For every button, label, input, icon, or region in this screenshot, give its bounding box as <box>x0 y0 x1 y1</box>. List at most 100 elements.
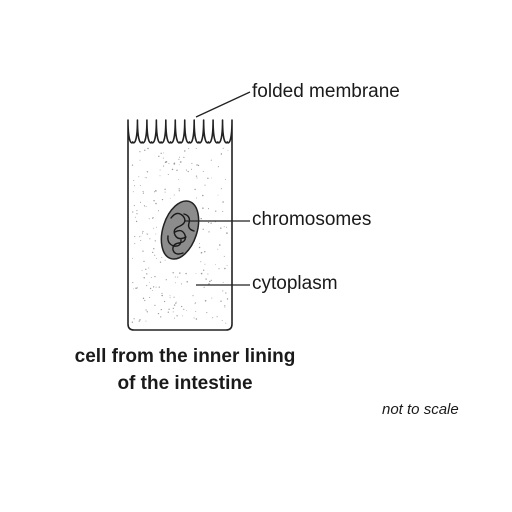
stipple-dot <box>163 300 166 303</box>
stipple-dot <box>139 185 141 186</box>
stipple-dot <box>148 218 150 220</box>
stipple-dot <box>152 217 154 219</box>
stipple-dot <box>152 286 155 288</box>
stipple-dot <box>210 159 212 161</box>
stipple-dot <box>142 250 144 252</box>
stipple-dot <box>203 286 205 288</box>
stipple-dot <box>138 236 140 238</box>
stipple-dot <box>155 202 157 205</box>
stipple-dot <box>138 320 140 322</box>
stipple-dot <box>195 175 198 177</box>
stipple-dot <box>200 261 202 263</box>
stipple-dot <box>222 147 224 149</box>
stipple-dot <box>226 264 228 266</box>
stipple-dot <box>174 317 176 319</box>
stipple-dot <box>202 228 204 230</box>
stipple-dot <box>195 311 197 313</box>
stipple-dot <box>222 201 224 203</box>
stipple-dot <box>133 288 134 290</box>
stipple-dot <box>223 255 225 257</box>
stipple-dot <box>164 188 166 190</box>
stipple-dot <box>185 272 187 275</box>
stipple-dot <box>153 227 154 229</box>
stipple-dot <box>179 272 181 274</box>
stipple-dot <box>173 304 176 306</box>
stipple-dot <box>146 233 148 235</box>
stipple-dot <box>134 235 136 238</box>
stipple-dot <box>144 299 146 302</box>
stipple-dot <box>149 296 151 299</box>
stipple-dot <box>148 267 150 269</box>
stipple-dot <box>204 263 206 265</box>
chromosome-strands <box>167 212 195 255</box>
stipple-dot <box>194 302 196 304</box>
stipple-dot <box>196 197 197 199</box>
stipple-dot <box>169 198 171 199</box>
stipple-dot <box>184 150 186 152</box>
stipple-dot <box>174 276 176 278</box>
chromosomes-label: chromosomes <box>252 209 372 230</box>
caption-line-1: cell from the inner lining <box>74 346 296 367</box>
stipple-dot <box>134 216 136 218</box>
stipple-dot <box>132 282 134 284</box>
stipple-dot <box>210 222 212 224</box>
stipple-dot <box>175 282 176 284</box>
stipple-dot <box>141 269 143 271</box>
stipple-dot <box>183 308 185 310</box>
stipple-dot <box>196 164 198 166</box>
stipple-dot <box>185 169 187 171</box>
stipple-dot <box>190 168 193 170</box>
stipple-dot <box>207 221 210 224</box>
stipple-dot <box>206 312 208 314</box>
stipple-dot <box>152 251 154 254</box>
stipple-dot <box>192 295 194 297</box>
stipple-dot <box>161 198 164 201</box>
stipple-dot <box>180 283 183 285</box>
stipple-dot <box>186 281 188 283</box>
stipple-dot <box>146 273 148 275</box>
stipple-dot <box>203 269 205 271</box>
stipple-dot <box>204 300 207 302</box>
stipple-dot <box>155 190 157 192</box>
stipple-dot <box>131 164 134 166</box>
stipple-dot <box>223 226 225 228</box>
stipple-dot <box>226 232 228 234</box>
folded-membrane-label: folded membrane <box>252 81 400 102</box>
stipple-dot <box>159 169 161 171</box>
stipple-dot <box>209 280 211 283</box>
stipple-dot <box>220 153 223 155</box>
stipple-dot <box>154 304 156 306</box>
diagram-caption: cell from the inner lining of the intest… <box>40 343 330 397</box>
stipple-dot <box>133 185 136 187</box>
stipple-dot <box>202 207 204 209</box>
stipple-dot <box>168 308 170 310</box>
stipple-dot <box>150 277 152 279</box>
stipple-dot <box>152 216 154 218</box>
stipple-dot <box>216 316 218 318</box>
stipple-dot <box>219 244 221 246</box>
stipple-dot <box>167 311 169 313</box>
stipple-dot <box>161 292 163 294</box>
stipple-dot <box>156 257 158 259</box>
stipple-dot <box>146 285 148 287</box>
stipple-dot <box>136 287 139 289</box>
stipple-dot <box>172 307 174 310</box>
stipple-dot <box>199 242 201 244</box>
stipple-dot <box>178 156 180 158</box>
stipple-dot <box>218 268 220 270</box>
stipple-dot <box>180 305 183 308</box>
stipple-dot <box>197 164 200 167</box>
stipple-dot <box>159 261 162 263</box>
stipple-dot <box>162 165 165 167</box>
stipple-dot <box>169 295 171 297</box>
stipple-dot <box>198 246 201 249</box>
stipple-dot <box>222 210 224 213</box>
stipple-dot <box>153 191 156 193</box>
stipple-dot <box>225 179 227 181</box>
stipple-dot <box>139 151 141 153</box>
stipple-dot <box>161 294 163 297</box>
stipple-dot <box>226 298 229 300</box>
stipple-dot <box>145 206 147 208</box>
stipple-dot <box>172 272 174 274</box>
stipple-dot <box>143 205 146 207</box>
